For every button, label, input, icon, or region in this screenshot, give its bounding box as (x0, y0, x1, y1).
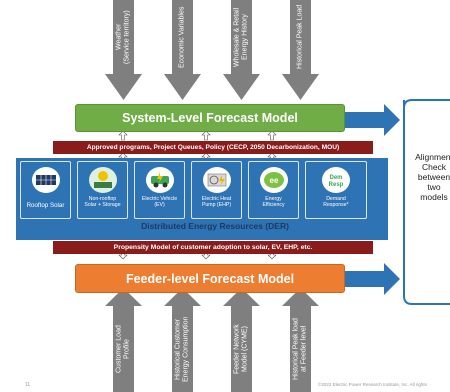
input-arrow-feeder-network (223, 288, 260, 392)
input-label-load-profile: Customer Load Profile (115, 325, 131, 373)
input-label-economic: Economic Variables (178, 6, 186, 68)
input-arrow-economic (164, 0, 201, 100)
heat-pump-icon (203, 167, 231, 193)
svg-text:Dem: Dem (329, 175, 342, 181)
input-label-wholesale: Wholesale & Retail Energy History (233, 7, 249, 67)
der-tile-label: Non-rooftop Solar + Storage (84, 196, 121, 208)
propensity-text: Propensity Model of customer adoption to… (113, 244, 313, 251)
approved-programs-text: Approved programs, Project Queues, Polic… (86, 144, 340, 151)
der-tile-label: Electric Vehicle (EV) (141, 196, 178, 208)
der-tile-energy-efficiency: ee Energy Efficiency (248, 161, 299, 219)
input-label-peakload: Historical Peak Load (296, 4, 304, 70)
input-arrow-load-profile (105, 288, 142, 392)
der-tile-label: Rooftop Solar (26, 202, 65, 209)
der-tile-ev: Electric Vehicle (EV) (134, 161, 185, 219)
footer-page-number: 11 (25, 382, 31, 388)
input-arrow-feeder-peak (282, 288, 319, 392)
ev-car-icon (146, 167, 174, 193)
input-label-weather: Weather (Service territory) (115, 10, 131, 64)
feeder-level-model-title: Feeder-level Forecast Model (125, 271, 295, 286)
input-arrow-peakload (282, 0, 319, 100)
alignment-box-border (403, 99, 450, 305)
feeder-to-alignment-arrow (344, 263, 400, 295)
svg-text:Resp: Resp (329, 182, 344, 188)
der-tile-label: Electric Heat Pump (EHP) (201, 196, 232, 208)
input-label-customer-consumption: Historical Customer Energy Consumption (174, 316, 190, 382)
der-tile-heat-pump: Electric Heat Pump (EHP) (191, 161, 242, 219)
input-arrow-weather (105, 0, 142, 100)
input-label-feeder-peak: Historical Peak load at Feeder level (292, 318, 308, 380)
input-arrow-customer-consumption (164, 288, 201, 392)
approved-programs-band (53, 141, 373, 154)
alignment-check-text: Alignment Check between two models (415, 152, 450, 202)
der-tile-label: Demand Response* (323, 196, 349, 208)
input-arrow-wholesale (223, 0, 260, 100)
system-level-model-box (75, 104, 345, 132)
feeder-level-model-box (75, 264, 345, 293)
der-tile-label: Energy Efficiency (262, 196, 285, 208)
system-level-model-title: System-Level Forecast Model (122, 111, 298, 125)
der-tile-rooftop-solar: Rooftop Solar (20, 161, 71, 219)
footer-copyright: ©2022 Electric Power Research Institute,… (318, 382, 427, 387)
efficiency-icon: ee (260, 167, 288, 193)
ground-solar-icon (89, 167, 117, 193)
der-band-label: Distributed Energy Resources (DER) (141, 221, 289, 231)
svg-text:ee: ee (270, 176, 279, 185)
input-label-feeder-network: Feeder Network Model (CYME) (233, 324, 249, 374)
solar-panel-icon (32, 167, 60, 193)
system-to-alignment-arrow (344, 104, 400, 136)
propensity-band (53, 241, 373, 254)
der-tile-non-rooftop-solar: Non-rooftop Solar + Storage (77, 161, 128, 219)
